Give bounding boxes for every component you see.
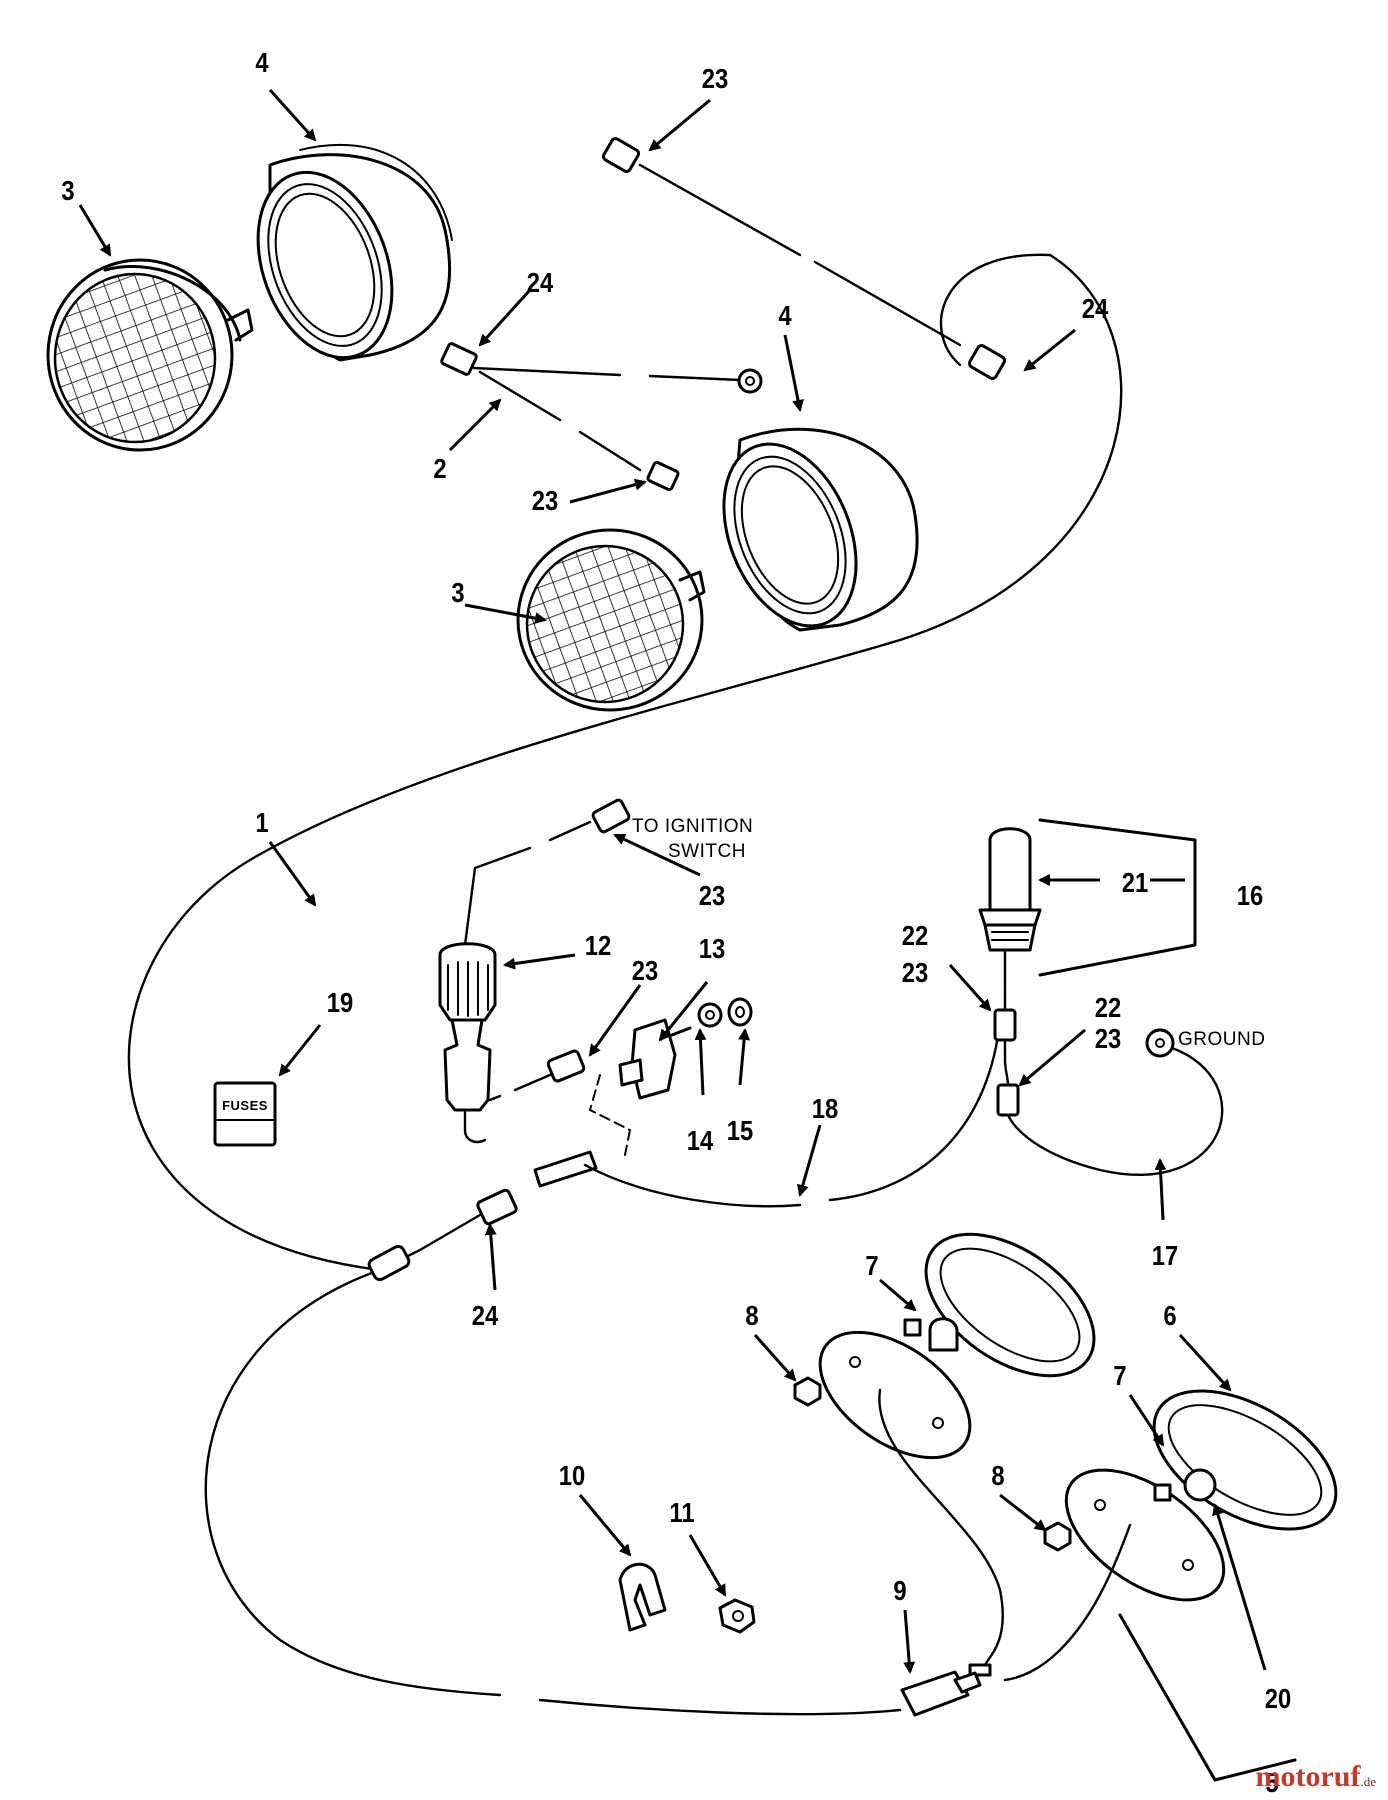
- callout-8-right: 8: [991, 1459, 1004, 1491]
- callout-20: 20: [1265, 1682, 1291, 1714]
- tail-light-left: [793, 1232, 1096, 1677]
- callout-8-left: 8: [745, 1299, 758, 1331]
- callout-4-left: 4: [255, 46, 269, 78]
- callout-4-right: 4: [778, 299, 792, 331]
- headlight-right: [516, 528, 706, 712]
- label-ground: GROUND: [1178, 1029, 1265, 1050]
- callout-24-long: 24: [1082, 292, 1109, 324]
- watermark-logo: motoruf.de: [1255, 1760, 1376, 1793]
- callout-16: 16: [1237, 879, 1263, 911]
- callout-17: 17: [1152, 1239, 1178, 1271]
- callout-23-ground: 23: [1095, 1022, 1121, 1054]
- label-switch: SWITCH: [668, 841, 746, 862]
- callout-14: 14: [687, 1124, 714, 1156]
- callout-23-top: 23: [702, 62, 728, 94]
- callout-7-right: 7: [1113, 1359, 1126, 1391]
- callout-13: 13: [699, 932, 725, 964]
- callout-6: 6: [1163, 1299, 1176, 1331]
- tail-light-right: [1003, 1389, 1338, 1782]
- callout-3-right: 3: [451, 576, 464, 608]
- harness-loop: [939, 253, 1052, 367]
- callout-18: 18: [812, 1092, 838, 1124]
- housing-left: [256, 143, 453, 362]
- callout-19: 19: [327, 986, 353, 1018]
- callout-23-short: 23: [532, 484, 558, 516]
- callout-9: 9: [893, 1574, 906, 1606]
- fuses-package: FUSES: [213, 1081, 277, 1147]
- callout-7-left: 7: [865, 1249, 878, 1281]
- short-harness: [440, 342, 763, 492]
- nut: [718, 1598, 756, 1634]
- callout-24-lower: 24: [472, 1299, 499, 1331]
- toggle-switch: [488, 997, 753, 1156]
- callout-23-switch: 23: [632, 954, 658, 986]
- clip: [618, 1562, 667, 1632]
- connector-24: [476, 1018, 1002, 1226]
- callout-21: 21: [1122, 866, 1148, 898]
- headlight-left: [46, 258, 254, 452]
- long-wire-top: [601, 137, 1007, 380]
- callout-5: 5: [1265, 1766, 1278, 1798]
- callout-3-left: 3: [61, 174, 74, 206]
- indicator-lamp-assembly: [978, 818, 1197, 1117]
- label-to-ignition: TO IGNITION: [632, 816, 753, 837]
- callout-22-ground: 22: [1095, 991, 1121, 1023]
- callout-23-lamp: 23: [902, 956, 928, 988]
- harness-end-connector: [900, 1670, 982, 1717]
- leader-arrows: [78, 88, 1267, 1674]
- callout-12: 12: [585, 929, 611, 961]
- fuses-label: FUSES: [222, 1098, 268, 1113]
- housing-right: [722, 427, 919, 632]
- callout-10: 10: [559, 1459, 585, 1491]
- callout-15: 15: [727, 1114, 753, 1146]
- callout-24-short: 24: [527, 266, 554, 298]
- callout-1: 1: [255, 806, 268, 838]
- fuse-holder: [438, 942, 497, 1144]
- callout-23-ignition: 23: [699, 879, 725, 911]
- callout-2: 2: [433, 452, 446, 484]
- ground-wire: [1006, 1028, 1224, 1176]
- ignition-connector: [463, 798, 631, 947]
- callout-11: 11: [669, 1496, 694, 1528]
- main-harness-wire: [127, 253, 1123, 1716]
- harness-sleeve: [367, 1244, 411, 1282]
- callout-22-lamp: 22: [902, 919, 928, 951]
